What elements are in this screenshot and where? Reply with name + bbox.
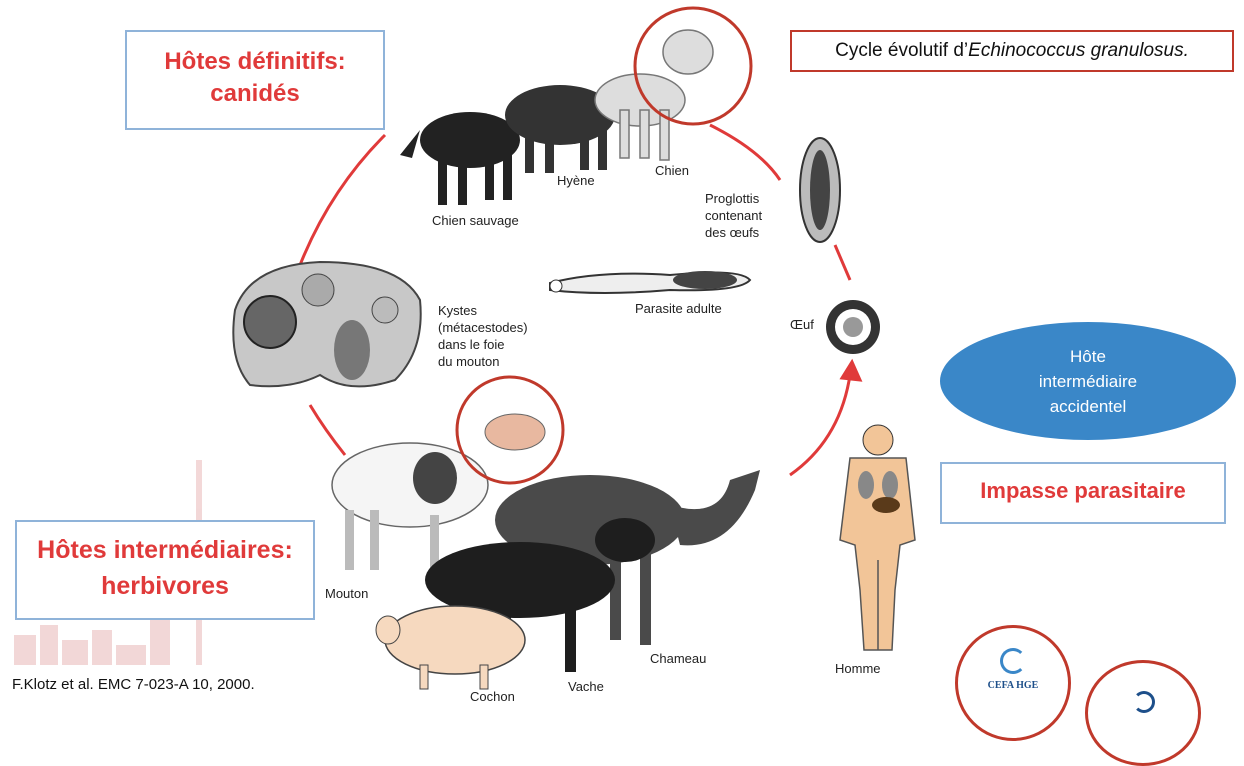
- adult-parasite-icon: [550, 271, 750, 293]
- arrow-proglottis-to-egg: [835, 245, 850, 280]
- label-cysts-line2: (métacestodes): [438, 319, 528, 336]
- intermediate-hosts-subtitle: herbivores: [17, 568, 313, 604]
- label-cow: Vache: [568, 678, 604, 695]
- label-hyena: Hyène: [557, 172, 595, 189]
- arrow-dog-to-proglottis: [710, 125, 780, 180]
- label-proglottis-line3: des œufs: [705, 224, 762, 241]
- accidental-host-oval: Hôte intermédiaire accidentel: [940, 322, 1236, 440]
- arrow-cyst-to-sheep: [310, 405, 345, 455]
- dead-end-label: Impasse parasitaire: [980, 478, 1185, 503]
- label-cysts-line3: dans le foie: [438, 336, 528, 353]
- label-sheep: Mouton: [325, 585, 368, 602]
- dead-end-box: Impasse parasitaire: [940, 462, 1226, 524]
- wild-dog-icon: [400, 112, 520, 205]
- accidental-host-line1: Hôte: [1039, 344, 1137, 369]
- definitive-hosts-box: Hôtes définitifs: canidés: [125, 30, 385, 130]
- accidental-host-line3: accidentel: [1039, 394, 1137, 419]
- cefa-logo-text: CEFA HGE: [958, 680, 1068, 691]
- label-dog: Chien: [655, 162, 689, 179]
- label-human: Homme: [835, 660, 881, 677]
- intermediate-hosts-box: Hôtes intermédiaires: herbivores: [15, 520, 315, 620]
- cefa-logo: CEFA HGE: [955, 625, 1071, 741]
- label-proglottis: Proglottis contenant des œufs: [705, 190, 762, 241]
- secondary-logo: [1085, 660, 1201, 766]
- label-adult-parasite: Parasite adulte: [635, 300, 722, 317]
- source-credit: F.Klotz et al. EMC 7-023-A 10, 2000.: [12, 676, 255, 693]
- label-pig: Cochon: [470, 688, 515, 705]
- label-proglottis-line1: Proglottis: [705, 190, 762, 207]
- label-camel: Chameau: [650, 650, 706, 667]
- label-cysts: Kystes (métacestodes) dans le foie du mo…: [438, 302, 528, 370]
- definitive-hosts-title: Hôtes définitifs:: [127, 46, 383, 78]
- arrow-canids-to-cyst: [300, 135, 385, 265]
- arrow-egg-to-hosts: [790, 375, 850, 475]
- arrow-head: [842, 362, 860, 380]
- label-wild-dog: Chien sauvage: [432, 212, 519, 229]
- label-egg: Œuf: [790, 316, 814, 333]
- pig-icon: [376, 606, 525, 689]
- intermediate-hosts-title: Hôtes intermédiaires:: [17, 532, 313, 568]
- liver-cyst-icon: [233, 262, 420, 386]
- label-proglottis-line2: contenant: [705, 207, 762, 224]
- label-cysts-line1: Kystes: [438, 302, 528, 319]
- human-icon: [840, 425, 915, 650]
- definitive-hosts-subtitle: canidés: [127, 78, 383, 110]
- proglottis-icon: [800, 138, 840, 242]
- egg-icon: [826, 300, 880, 354]
- dog-icon: [595, 30, 713, 160]
- secondary-logo-icon: [1133, 691, 1155, 713]
- accidental-host-line2: intermédiaire: [1039, 369, 1137, 394]
- cefa-logo-swirl-icon: [1000, 648, 1026, 674]
- label-cysts-line4: du mouton: [438, 353, 528, 370]
